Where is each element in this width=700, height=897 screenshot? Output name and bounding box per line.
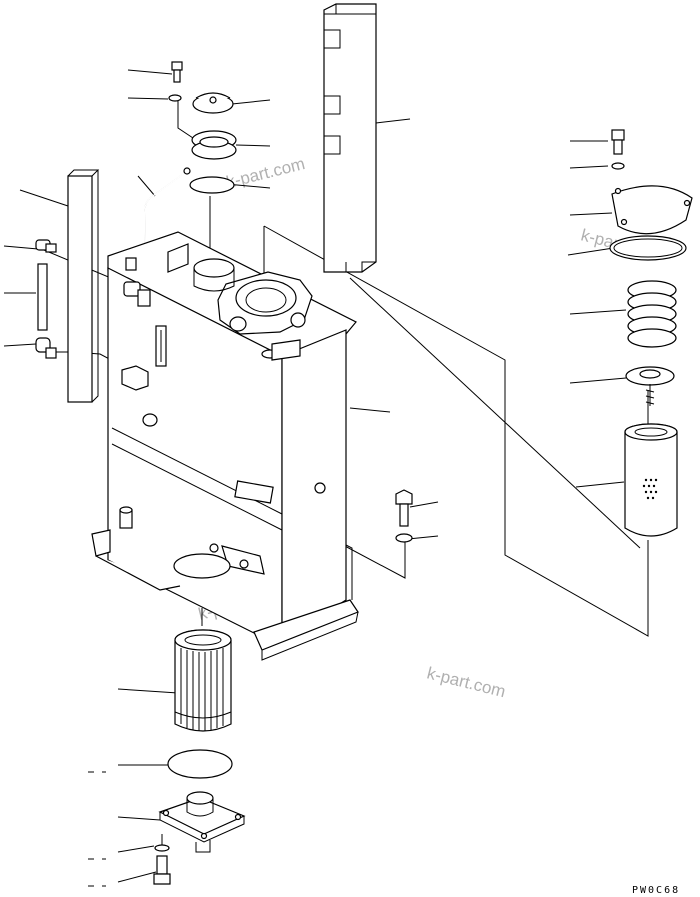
hydraulic-tank <box>91 231 359 661</box>
elbow-fitting-bottom <box>35 337 57 359</box>
watermark-bottom: k-part.com <box>425 663 508 701</box>
connecting-hose <box>37 263 48 331</box>
suction-strainer <box>174 629 232 732</box>
cover-o-ring <box>609 235 687 261</box>
left-seal <box>67 169 100 403</box>
strainer-bolt <box>153 855 171 885</box>
cover-bolt <box>611 129 625 155</box>
cap-washer <box>168 94 182 102</box>
mounting-bolt <box>395 489 413 527</box>
bypass-valve <box>625 366 675 406</box>
filler-gasket <box>189 176 235 194</box>
strainer-cover <box>158 791 246 853</box>
mounting-washer <box>395 533 413 543</box>
breather-cap <box>192 92 234 114</box>
strainer-o-ring <box>167 749 233 779</box>
top-seal <box>323 3 377 273</box>
strainer-washer <box>154 844 170 852</box>
elbow-fitting-top <box>35 239 57 253</box>
watermark-top: k-part.com <box>224 154 307 192</box>
drawing-code: PW0C68 <box>632 885 680 896</box>
return-filter-element <box>624 423 678 537</box>
cover-washer <box>611 162 625 170</box>
cap-bolt <box>171 61 183 83</box>
vent-pipe <box>144 167 191 313</box>
filler-neck <box>191 130 237 160</box>
filter-spring <box>627 280 677 348</box>
filter-cover <box>611 185 693 235</box>
